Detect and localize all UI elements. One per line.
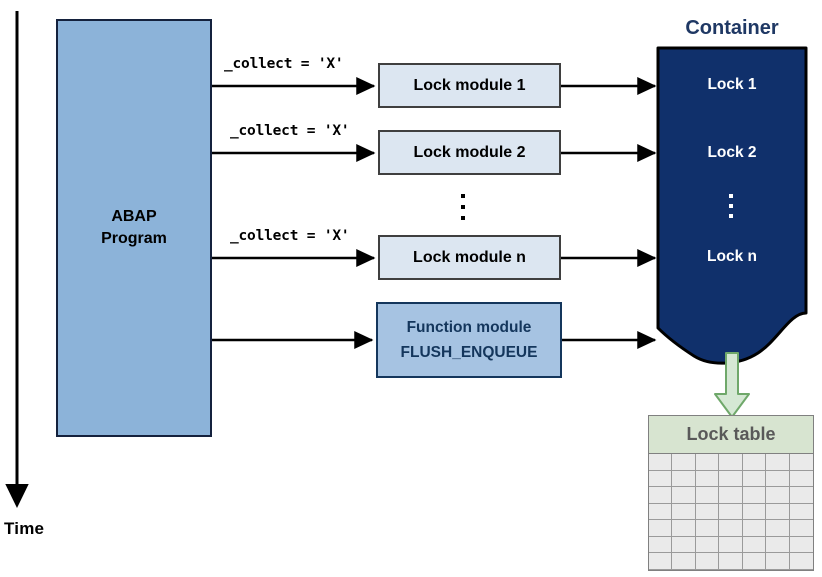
lock-table-cell — [719, 487, 743, 504]
lock-module-1-box: Lock module 1 — [378, 63, 561, 108]
lock-module-1-label: Lock module 1 — [413, 76, 526, 94]
lock-table-cell — [649, 487, 673, 504]
lock-table-cell — [742, 470, 767, 487]
lock-table-cell — [672, 553, 696, 570]
lock-table-cell — [672, 454, 696, 471]
lock-table-cell — [695, 454, 720, 471]
lock-table-cell — [789, 553, 813, 570]
lock-table: Lock table — [648, 415, 814, 571]
lock-table-cell — [719, 536, 743, 553]
container-title: Container — [685, 17, 779, 39]
lock-table-cell — [766, 520, 790, 537]
lock-table-cell — [789, 536, 813, 553]
lock-table-cell — [672, 520, 696, 537]
lock-table-cell — [649, 470, 673, 487]
lock-module-n-box: Lock module n — [378, 235, 561, 280]
lock-table-cell — [649, 520, 673, 537]
collect-label-3: _collect = 'X' — [230, 228, 350, 244]
lock-table-cell — [766, 454, 790, 471]
flush-down-arrow-icon — [714, 352, 750, 418]
lock-table-cell — [672, 503, 696, 520]
container-vertical-ellipsis-icon — [729, 194, 733, 218]
lock-table-cell — [719, 520, 743, 537]
lock-table-cell — [789, 487, 813, 504]
lock-table-cell — [719, 454, 743, 471]
lock-table-cell — [695, 470, 720, 487]
function-module-title: Function module — [406, 318, 532, 336]
abap-program-label: ABAP Program — [101, 208, 167, 247]
lock-table-cell — [649, 553, 673, 570]
lock-table-cell — [766, 470, 790, 487]
lock-table-cell — [672, 487, 696, 504]
collect-label-1: _collect = 'X' — [224, 56, 344, 72]
lock-table-cell — [789, 470, 813, 487]
lock-module-vertical-ellipsis-icon — [461, 194, 465, 220]
lock-table-cell — [649, 503, 673, 520]
lock-table-cell — [695, 503, 720, 520]
lock-module-2-box: Lock module 2 — [378, 130, 561, 175]
lock-table-cell — [719, 503, 743, 520]
function-module-box: Function module FLUSH_ENQUEUE — [376, 302, 562, 378]
collect-label-2: _collect = 'X' — [230, 123, 350, 139]
lock-table-cell — [672, 536, 696, 553]
lock-module-n-label: Lock module n — [413, 248, 526, 266]
lock-table-cell — [766, 536, 790, 553]
lock-table-cell — [742, 536, 767, 553]
lock-table-cell — [695, 520, 720, 537]
time-axis-label: Time — [4, 519, 45, 538]
lock-table-cell — [766, 553, 790, 570]
lock-table-cell — [719, 470, 743, 487]
lock-table-cell — [742, 487, 767, 504]
lock-table-cell — [742, 454, 767, 471]
lock-table-cell — [789, 503, 813, 520]
lock-table-header: Lock table — [649, 416, 813, 454]
lock-table-cell — [672, 470, 696, 487]
abap-program-box: ABAP Program — [56, 19, 212, 437]
lock-table-cell — [789, 520, 813, 537]
lock-table-cell — [789, 454, 813, 471]
lock-table-cell — [649, 536, 673, 553]
lock-table-cell — [742, 503, 767, 520]
lock-table-cell — [695, 487, 720, 504]
function-module-name: FLUSH_ENQUEUE — [400, 343, 538, 361]
container-lock-n-label: Lock n — [707, 248, 757, 265]
lock-table-cell — [742, 520, 767, 537]
lock-table-cell — [695, 553, 720, 570]
lock-table-cell — [742, 553, 767, 570]
time-axis-arrow — [5, 11, 29, 508]
lock-table-cell — [649, 454, 673, 471]
container-lock-2-label: Lock 2 — [707, 144, 757, 161]
lock-table-cell — [766, 503, 790, 520]
lock-table-cell — [719, 553, 743, 570]
lock-table-title: Lock table — [686, 424, 776, 444]
lock-table-cell — [695, 536, 720, 553]
lock-module-2-label: Lock module 2 — [413, 143, 526, 161]
lock-table-cell — [766, 487, 790, 504]
container-lock-1-label: Lock 1 — [707, 76, 757, 93]
lock-table-grid — [649, 454, 813, 570]
